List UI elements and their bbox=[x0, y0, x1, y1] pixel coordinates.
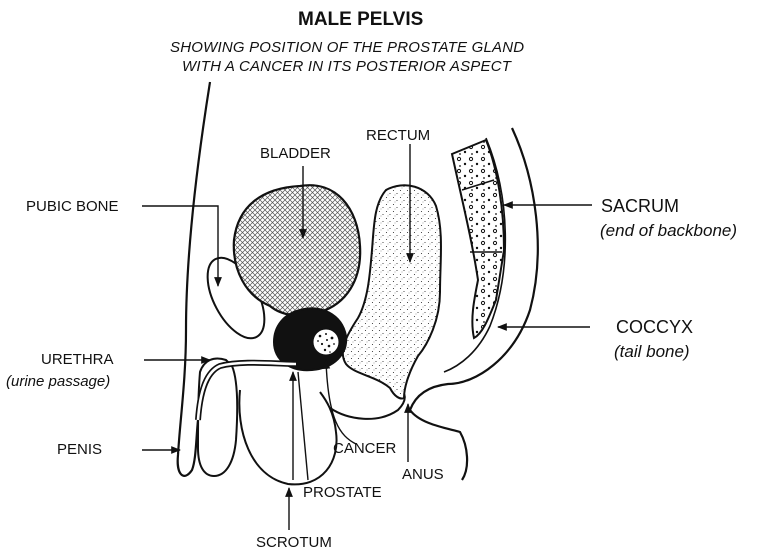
scrotum-shape bbox=[239, 390, 336, 484]
label-pubic-bone: PUBIC BONE bbox=[26, 199, 119, 214]
penis-shape bbox=[198, 359, 237, 477]
label-urethra-note: (urine passage) bbox=[6, 374, 110, 389]
label-penis: PENIS bbox=[57, 442, 102, 457]
label-rectum: RECTUM bbox=[366, 128, 430, 143]
page-title: MALE PELVIS bbox=[298, 10, 423, 29]
label-anus: ANUS bbox=[402, 467, 444, 482]
cancer-mass bbox=[313, 329, 339, 355]
label-cancer: CANCER bbox=[333, 441, 396, 456]
bladder-shape bbox=[234, 185, 360, 315]
subtitle-line-2: WITH A CANCER IN ITS POSTERIOR ASPECT bbox=[182, 59, 511, 74]
label-sacrum-note: (end of backbone) bbox=[600, 222, 737, 239]
rectum-shape bbox=[343, 185, 441, 398]
label-bladder: BLADDER bbox=[260, 146, 331, 161]
label-coccyx: COCCYX bbox=[616, 318, 693, 336]
subtitle-line-1: SHOWING POSITION OF THE PROSTATE GLAND bbox=[170, 40, 524, 55]
label-prostate: PROSTATE bbox=[303, 485, 382, 500]
label-sacrum: SACRUM bbox=[601, 197, 679, 215]
pubic-bone-pointer bbox=[142, 206, 218, 286]
label-urethra: URETHRA bbox=[41, 352, 114, 367]
label-coccyx-note: (tail bone) bbox=[614, 343, 690, 360]
label-scrotum: SCROTUM bbox=[256, 535, 332, 550]
